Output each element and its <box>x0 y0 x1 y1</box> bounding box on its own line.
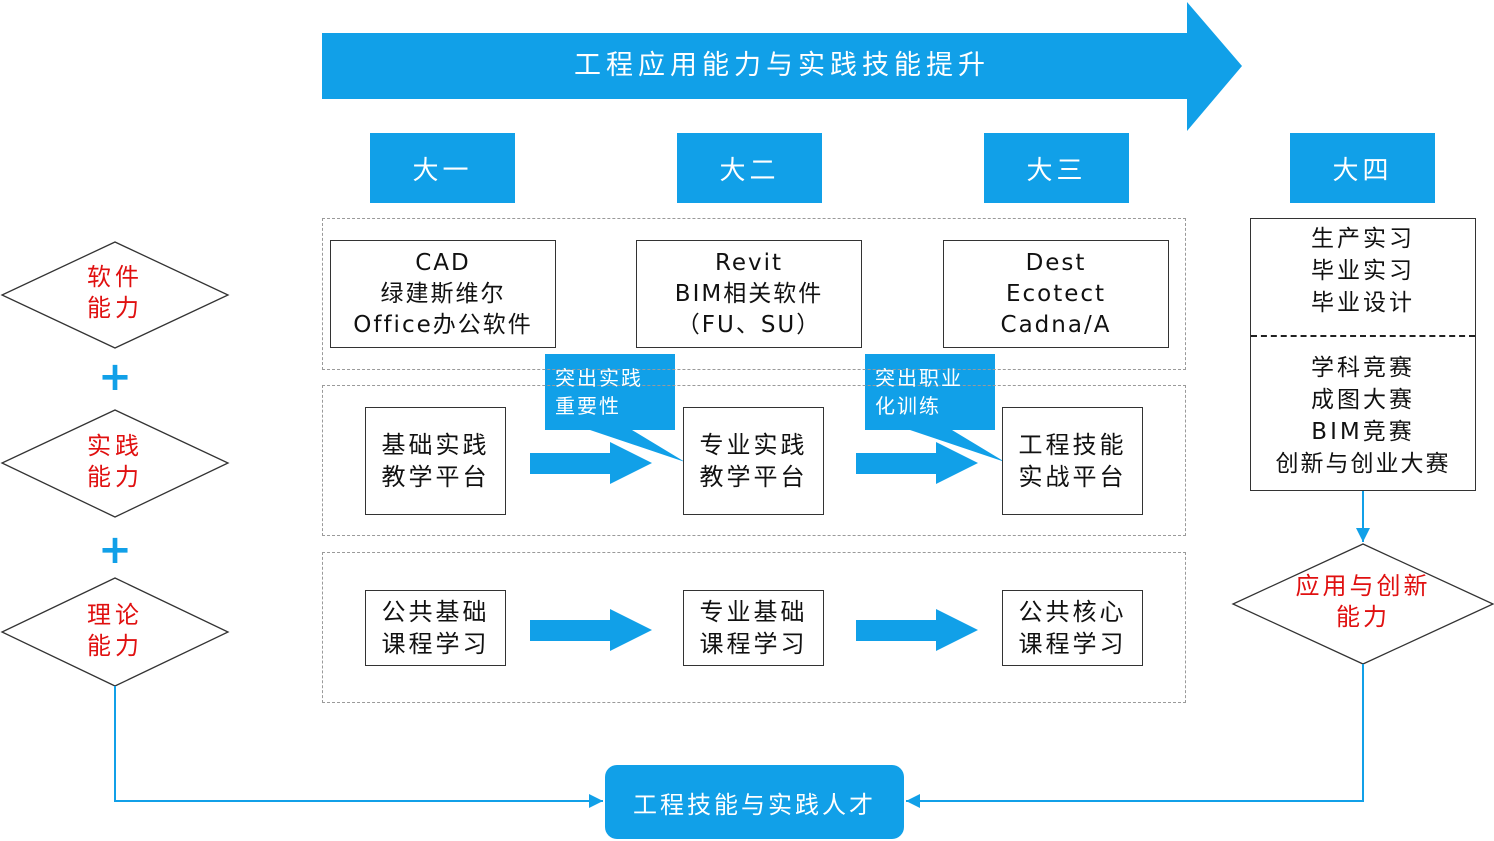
year-header-2: 大二 <box>677 133 822 203</box>
callout-line: 突出职业 <box>875 366 963 390</box>
ability-line: 实践 <box>87 432 143 460</box>
result-box: 工程技能与实践人才 <box>605 765 904 839</box>
callout-1: 突出实践 重要性 <box>555 364 643 420</box>
course-line: 课程学习 <box>699 630 808 658</box>
course-line: 课程学习 <box>381 630 490 658</box>
year4-bottom-line: 学科竞赛 <box>1311 355 1415 381</box>
year4-top-line: 毕业设计 <box>1311 290 1415 316</box>
block-arrow-platform-1 <box>530 442 652 484</box>
callout-line: 重要性 <box>555 394 621 418</box>
software-line: （FU、SU） <box>676 311 822 338</box>
software-line: Revit <box>714 249 784 276</box>
ability-practice: 实践 能力 <box>65 431 165 493</box>
year4-bottom-line: 创新与创业大赛 <box>1275 451 1451 477</box>
ability-line: 软件 <box>87 263 143 291</box>
year4-divider <box>1251 335 1475 337</box>
outcome-application-innovation: 应用与创新 能力 <box>1283 571 1443 633</box>
year-header-4: 大四 <box>1290 133 1435 203</box>
year4-box: 生产实习 毕业实习 毕业设计 学科竞赛 成图大赛 BIM竞赛 创新与创业大赛 <box>1250 218 1476 491</box>
platform-box-1: 基础实践 教学平台 <box>365 407 506 515</box>
block-arrow-course-1 <box>530 609 652 651</box>
software-line: Ecotect <box>1005 280 1107 307</box>
software-line: Office办公软件 <box>353 311 533 338</box>
year-header-3: 大三 <box>984 133 1129 203</box>
banner-title: 工程应用能力与实践技能提升 <box>574 50 990 81</box>
year-header-1: 大一 <box>370 133 515 203</box>
block-arrow-course-2 <box>856 609 978 651</box>
ability-line: 能力 <box>87 632 143 660</box>
platform-line: 教学平台 <box>381 463 490 491</box>
software-line: 绿建斯维尔 <box>380 280 506 307</box>
callout-2: 突出职业 化训练 <box>875 364 963 420</box>
platform-panel <box>322 385 1186 536</box>
software-panel <box>322 218 1186 370</box>
diamond-practice <box>0 409 230 518</box>
year4-top: 生产实习 毕业实习 毕业设计 <box>1251 223 1475 319</box>
ability-line: 能力 <box>87 463 143 491</box>
software-box-1: CAD 绿建斯维尔 Office办公软件 <box>330 240 556 348</box>
software-line: BIM相关软件 <box>674 280 824 307</box>
software-line: Cadna/A <box>1000 311 1112 338</box>
course-line: 公共基础 <box>381 598 490 626</box>
software-box-3: Dest Ecotect Cadna/A <box>943 240 1169 348</box>
course-line: 课程学习 <box>1018 630 1127 658</box>
diamond-software <box>0 241 230 349</box>
platform-line: 教学平台 <box>699 463 808 491</box>
connector-left-to-result <box>114 686 603 808</box>
course-panel <box>322 552 1186 703</box>
course-box-3: 公共核心 课程学习 <box>1002 590 1143 666</box>
software-box-2: Revit BIM相关软件 （FU、SU） <box>636 240 862 348</box>
platform-box-3: 工程技能 实战平台 <box>1002 407 1143 515</box>
platform-line: 基础实践 <box>381 431 490 459</box>
outcome-line: 能力 <box>1336 603 1390 631</box>
software-line: CAD <box>415 249 471 276</box>
platform-line: 工程技能 <box>1018 431 1127 459</box>
course-line: 专业基础 <box>699 598 808 626</box>
callout-shape-2 <box>865 354 1005 462</box>
year4-bottom-line: BIM竞赛 <box>1311 419 1415 445</box>
course-line: 公共核心 <box>1018 598 1127 626</box>
year4-bottom-line: 成图大赛 <box>1311 387 1415 413</box>
ability-line: 理论 <box>87 601 143 629</box>
year4-top-line: 毕业实习 <box>1311 258 1415 284</box>
platform-line: 实战平台 <box>1018 463 1127 491</box>
outcome-line: 应用与创新 <box>1295 572 1431 600</box>
year4-top-line: 生产实习 <box>1311 226 1415 252</box>
plus-sign-2: + <box>98 527 132 573</box>
block-arrow-platform-2 <box>856 442 978 484</box>
course-box-2: 专业基础 课程学习 <box>683 590 824 666</box>
connector-right-to-result <box>906 664 1364 808</box>
platform-box-2: 专业实践 教学平台 <box>683 407 824 515</box>
banner-arrow <box>322 2 1242 131</box>
callout-line: 化训练 <box>875 394 941 418</box>
software-line: Dest <box>1025 249 1087 276</box>
platform-line: 专业实践 <box>699 431 808 459</box>
course-box-1: 公共基础 课程学习 <box>365 590 506 666</box>
callout-shape-1 <box>545 354 685 462</box>
year4-bottom: 学科竞赛 成图大赛 BIM竞赛 创新与创业大赛 <box>1251 352 1475 480</box>
plus-sign-1: + <box>98 354 132 400</box>
ability-software: 软件 能力 <box>65 262 165 324</box>
ability-theory: 理论 能力 <box>65 600 165 662</box>
ability-line: 能力 <box>87 294 143 322</box>
callout-line: 突出实践 <box>555 366 643 390</box>
